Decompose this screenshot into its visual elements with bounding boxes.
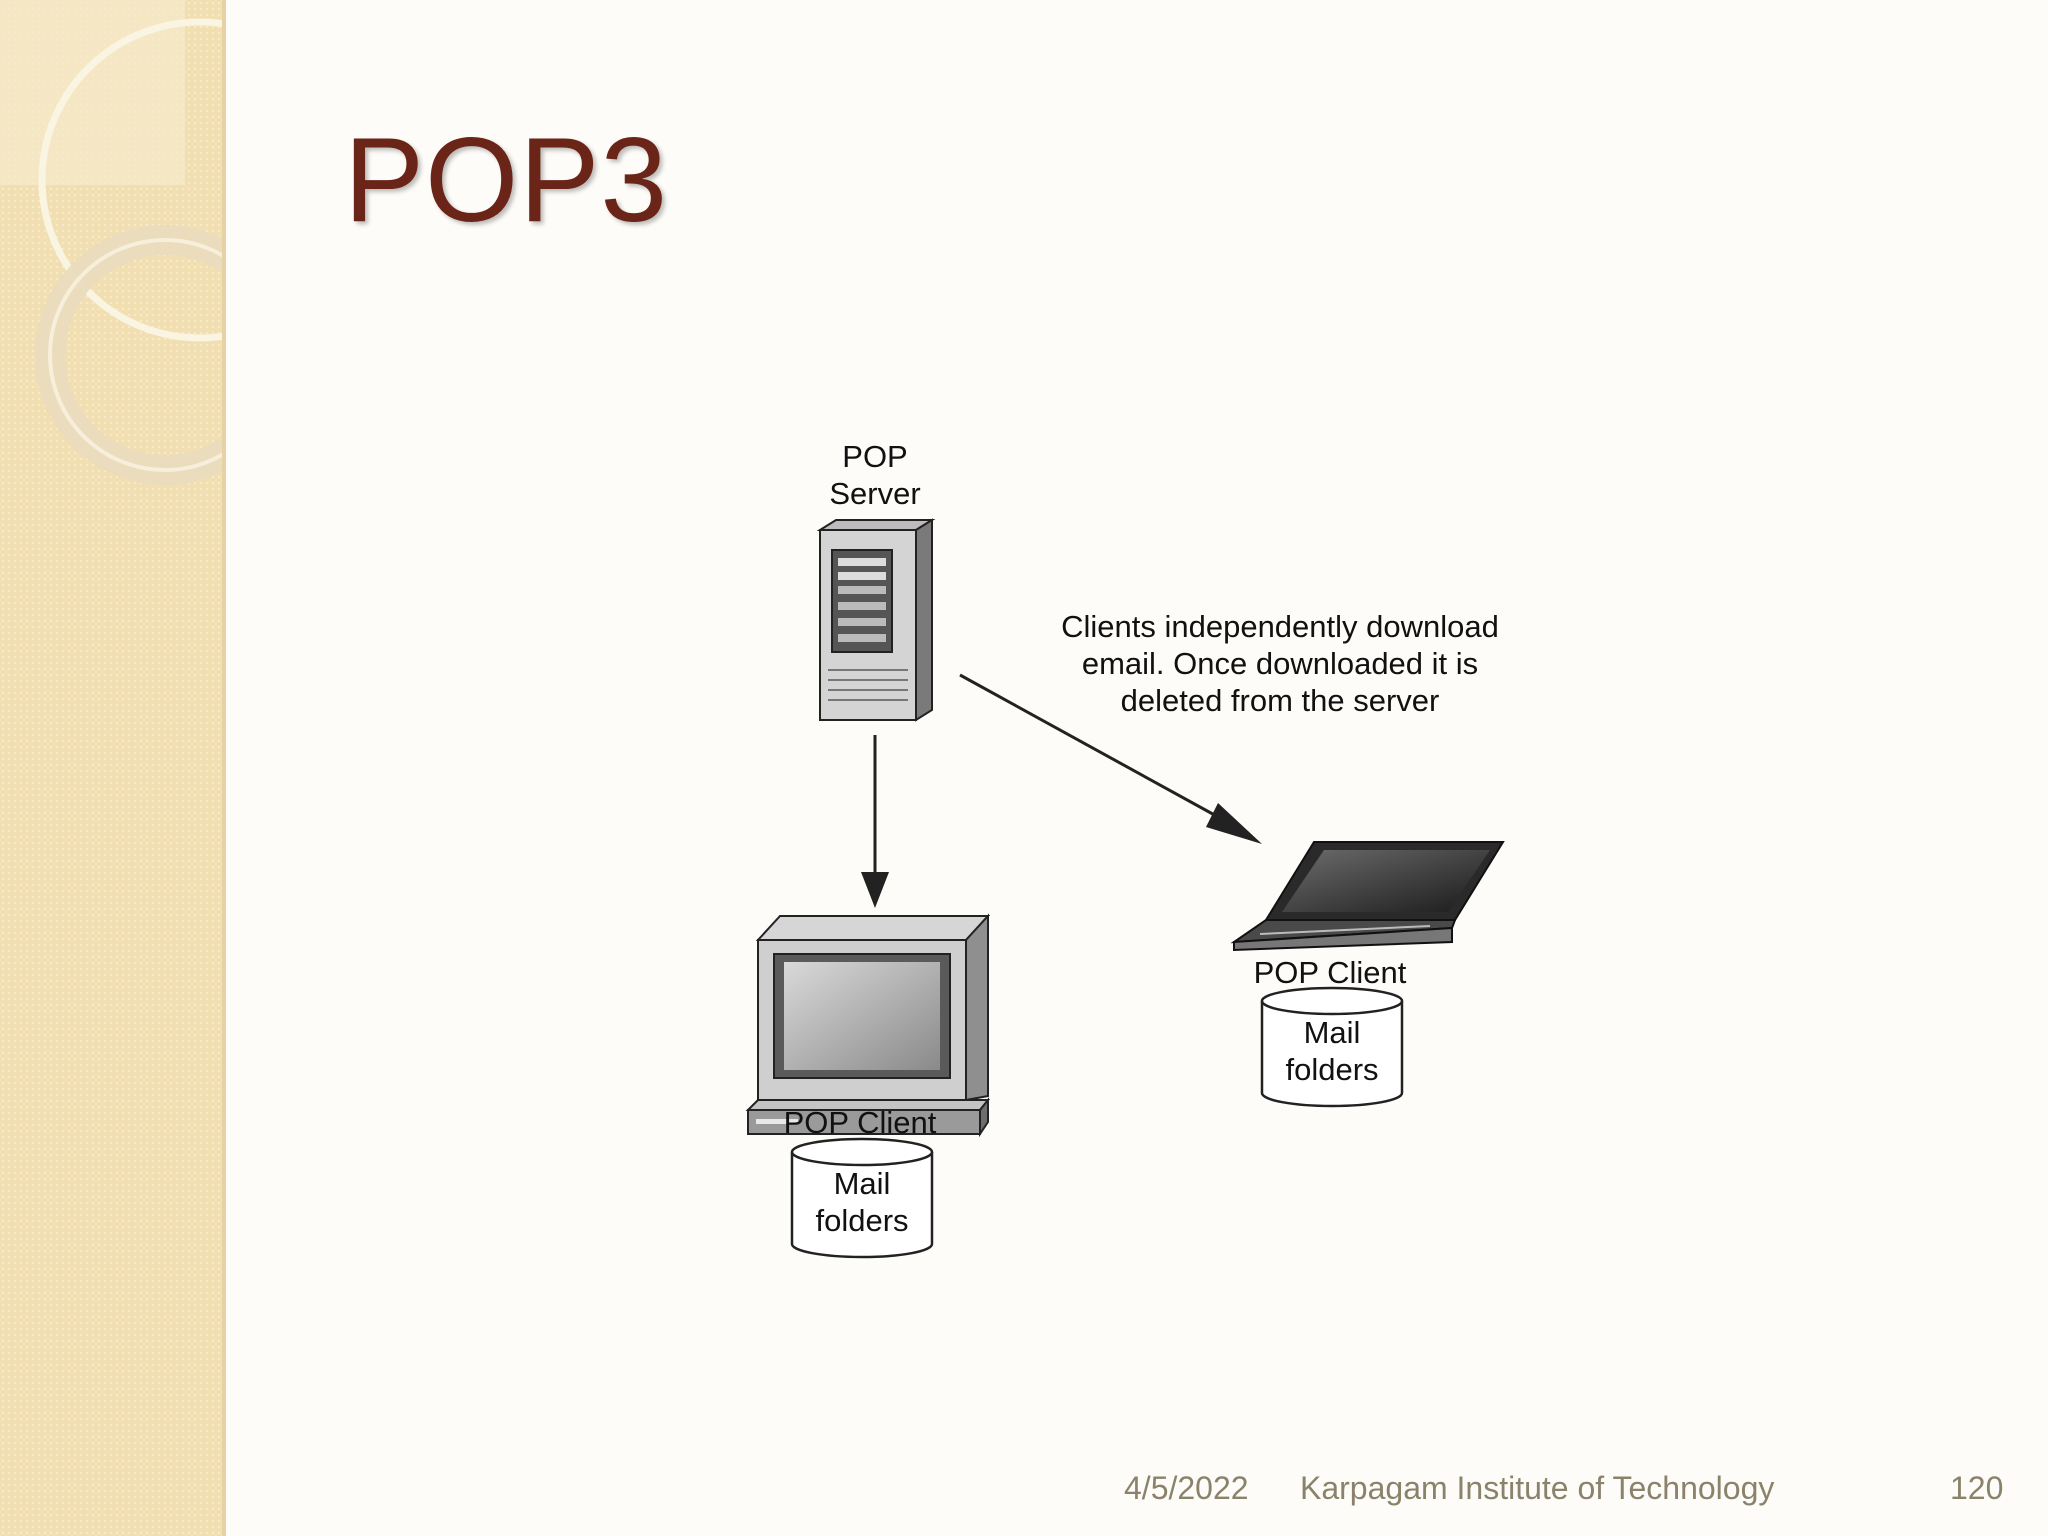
annotation-text: Clients independently download email. On… [1061, 609, 1499, 718]
laptop-storage-label: Mail folders [1285, 1015, 1379, 1087]
laptop-mail-folders-icon [1260, 986, 1404, 1108]
footer-page-number: 120 [1950, 1470, 2004, 1506]
server-label: POP Server [829, 439, 921, 511]
laptop-client-label: POP Client [1253, 955, 1407, 990]
laptop-icon [1230, 841, 1505, 952]
server-icon [816, 518, 936, 722]
arrow-server-to-laptop [959, 673, 1262, 844]
desktop-computer-icon [745, 913, 991, 1138]
footer-date: 4/5/2022 [1124, 1470, 1249, 1506]
decorative-rings [0, 0, 226, 485]
decorative-sidebar [0, 0, 226, 1536]
desktop-mail-folders-icon [790, 1137, 934, 1259]
desktop-client-label: POP Client [783, 1105, 937, 1140]
desktop-storage-label: Mail folders [815, 1166, 909, 1238]
footer-organization: Karpagam Institute of Technology [1300, 1470, 1775, 1506]
sidebar-divider [222, 0, 226, 1536]
diagram-graphics [745, 518, 1505, 1259]
arrow-server-to-desktop [861, 735, 889, 908]
slide-title: POP3 [344, 113, 669, 247]
